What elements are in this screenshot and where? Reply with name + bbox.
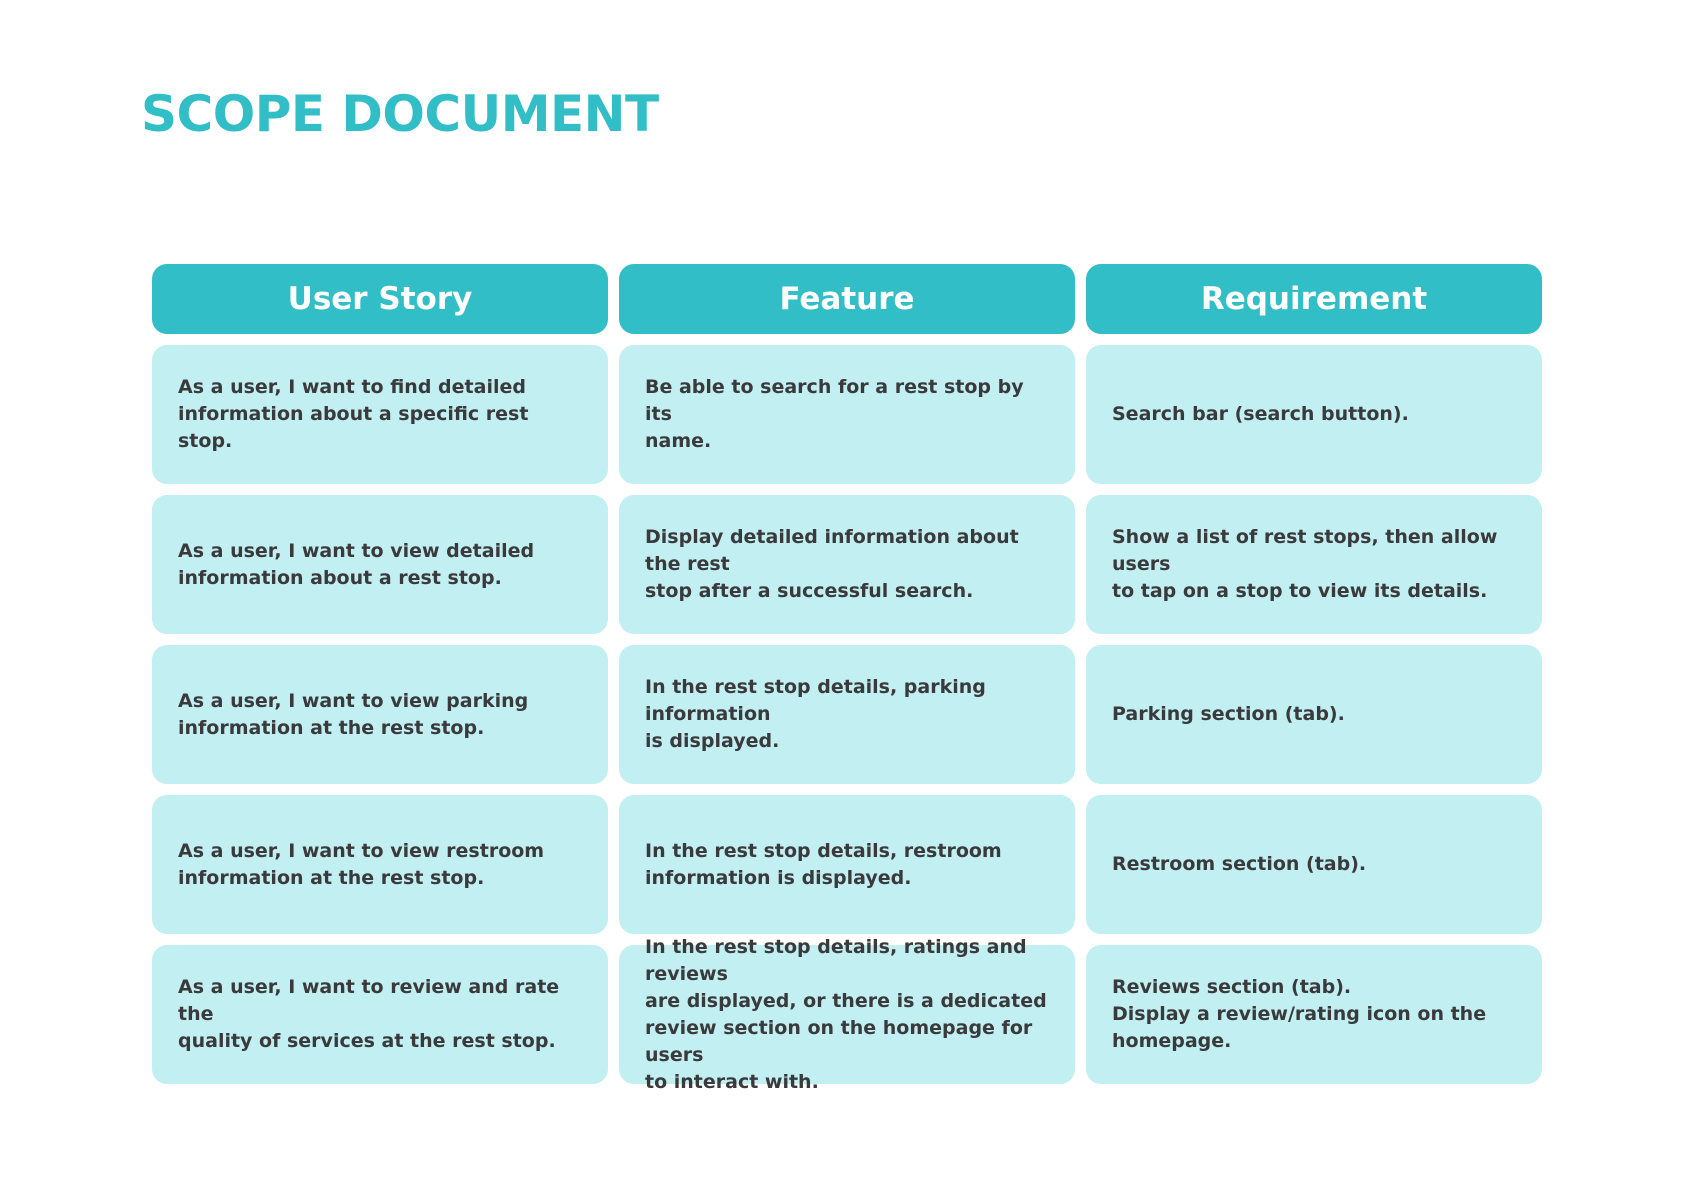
user-story-cell: As a user, I want to review and rate the… [152, 945, 608, 1084]
user-story-text: As a user, I want to find detailed infor… [178, 376, 529, 452]
feature-text: In the rest stop details, restroom infor… [645, 839, 1002, 889]
user-story-text: As a user, I want to review and rate the… [178, 976, 560, 1052]
feature-cell: In the rest stop details, parking inform… [619, 645, 1075, 784]
requirement-cell: Search bar (search button). [1086, 345, 1542, 484]
column-header-feature: Feature [619, 264, 1075, 334]
requirement-cell: Parking section (tab). [1086, 645, 1542, 784]
requirement-cell: Reviews section (tab). Display a review/… [1086, 945, 1542, 1084]
requirement-cell: Show a list of rest stops, then allow us… [1086, 495, 1542, 634]
feature-text: Display detailed information about the r… [645, 526, 1019, 602]
feature-cell: In the rest stop details, restroom infor… [619, 795, 1075, 934]
feature-text: In the rest stop details, ratings and re… [645, 935, 1047, 1093]
column-header-user-story: User Story [152, 264, 608, 334]
user-story-text: As a user, I want to view restroom infor… [178, 839, 545, 889]
requirement-text: Show a list of rest stops, then allow us… [1112, 526, 1498, 602]
feature-cell: Be able to search for a rest stop by its… [619, 345, 1075, 484]
requirement-cell: Restroom section (tab). [1086, 795, 1542, 934]
feature-cell: In the rest stop details, ratings and re… [619, 936, 1075, 1093]
feature-cell: Display detailed information about the r… [619, 495, 1075, 634]
requirement-text: Reviews section (tab). Display a review/… [1112, 976, 1487, 1052]
column-header-requirement: Requirement [1086, 264, 1542, 334]
feature-text: In the rest stop details, parking inform… [645, 676, 986, 752]
user-story-cell: As a user, I want to view parking inform… [152, 645, 608, 784]
scope-table: User Story Feature Requirement As a user… [152, 264, 1542, 1095]
requirement-text: Parking section (tab). [1112, 703, 1345, 725]
user-story-cell: As a user, I want to view restroom infor… [152, 795, 608, 934]
user-story-text: As a user, I want to view parking inform… [178, 689, 529, 739]
user-story-cell: As a user, I want to find detailed infor… [152, 345, 608, 484]
requirement-text: Restroom section (tab). [1112, 853, 1367, 875]
feature-text: Be able to search for a rest stop by its… [645, 376, 1024, 452]
user-story-text: As a user, I want to view detailed infor… [178, 539, 535, 589]
page-title: SCOPE DOCUMENT [141, 85, 659, 143]
user-story-cell: As a user, I want to view detailed infor… [152, 495, 608, 634]
requirement-text: Search bar (search button). [1112, 403, 1409, 425]
